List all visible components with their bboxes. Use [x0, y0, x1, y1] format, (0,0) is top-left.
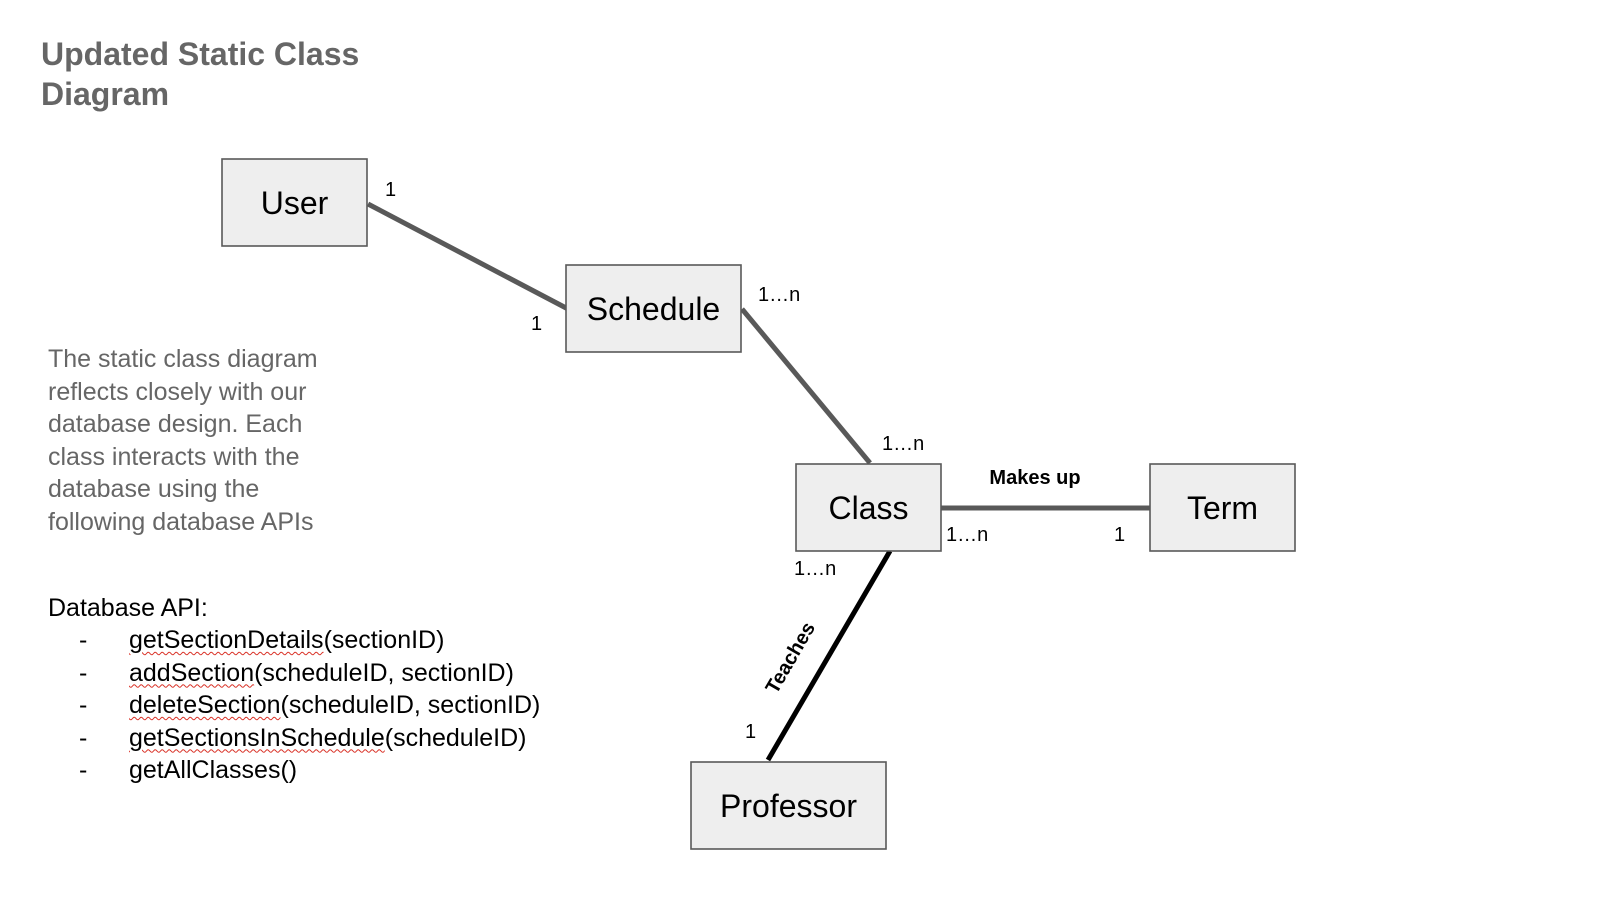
- list-bullet: -: [79, 691, 88, 719]
- class-box-schedule: Schedule: [565, 264, 742, 353]
- class-box-class: Class: [795, 463, 942, 552]
- class-name: User: [261, 185, 329, 221]
- api-method-args: (scheduleID, sectionID): [254, 658, 514, 687]
- api-method-args: (scheduleID, sectionID): [280, 691, 541, 719]
- class-box-professor: Professor: [690, 761, 887, 850]
- diagram-description: The static class diagram reflects closel…: [48, 345, 318, 536]
- connector-user-schedule: [366, 201, 570, 312]
- api-method-item: - addSection(scheduleID, sectionID): [48, 657, 540, 690]
- multiplicity-schedule-class-schedule: 1…n: [758, 284, 800, 306]
- relationship-label-makes-up: Makes up: [989, 467, 1080, 489]
- api-method-name: addSection: [129, 658, 255, 687]
- api-method-name: getSectionsInSchedule: [129, 723, 385, 752]
- class-name: Schedule: [587, 291, 720, 327]
- multiplicity-class-term-class: 1…n: [946, 524, 988, 546]
- list-bullet: -: [79, 626, 88, 654]
- list-bullet: -: [79, 756, 88, 784]
- list-bullet: -: [79, 658, 88, 687]
- multiplicity-class-professor-class: 1…n: [794, 558, 836, 580]
- connector-class-professor: [765, 549, 893, 762]
- api-method-args: (): [280, 756, 298, 784]
- class-box-term: Term: [1149, 463, 1296, 552]
- multiplicity-class-term-term: 1: [1114, 524, 1125, 546]
- multiplicity-class-professor-professor: 1: [745, 721, 756, 743]
- api-method-list: - getSectionDetails(sectionID) - addSect…: [48, 624, 540, 787]
- class-name: Professor: [720, 788, 857, 824]
- class-box-user: User: [221, 158, 368, 247]
- api-method-item: - deleteSection(scheduleID, sectionID): [48, 689, 540, 722]
- api-method-name: getSectionDetails: [129, 626, 324, 654]
- page-title: Updated Static Class Diagram: [41, 36, 360, 112]
- api-method-item: - getAllClasses(): [48, 754, 540, 787]
- api-method-args: (scheduleID): [384, 723, 527, 752]
- connector-schedule-class: [740, 307, 872, 465]
- multiplicity-user-schedule-user: 1: [385, 179, 396, 201]
- api-method-name: deleteSection: [129, 691, 281, 719]
- multiplicity-user-schedule-schedule: 1: [531, 313, 542, 335]
- class-name: Term: [1187, 490, 1258, 526]
- api-method-item: - getSectionDetails(sectionID): [48, 624, 540, 657]
- api-heading: Database API:: [48, 594, 208, 622]
- multiplicity-schedule-class-class: 1…n: [882, 433, 924, 455]
- api-method-item: - getSectionsInSchedule(scheduleID): [48, 722, 540, 755]
- list-bullet: -: [79, 723, 88, 752]
- api-method-name: getAllClasses: [129, 756, 281, 784]
- class-name: Class: [828, 490, 908, 526]
- api-method-args: (sectionID): [323, 626, 445, 654]
